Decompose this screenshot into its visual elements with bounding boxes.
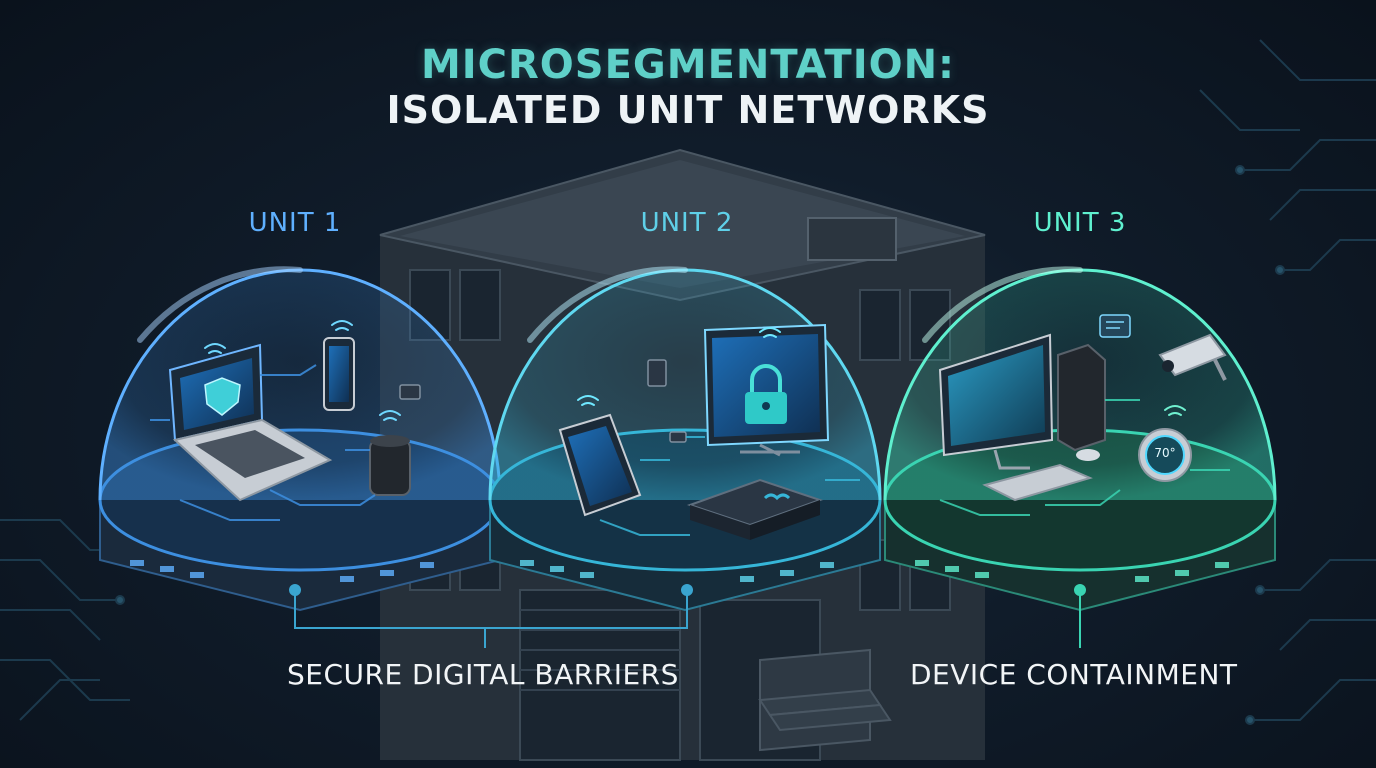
pc-tower-icon — [1057, 343, 1106, 452]
unit-1-label: UNIT 1 — [248, 208, 342, 238]
unit-3-segment — [883, 266, 1277, 612]
unit-1-segment — [98, 266, 502, 612]
wifi-signal-icon — [204, 320, 401, 421]
padlock-icon — [745, 364, 787, 424]
wifi-signal-icon — [577, 327, 781, 406]
wifi-signal-icon — [1164, 405, 1186, 416]
router-icon — [399, 384, 421, 400]
monitor-icon — [703, 323, 830, 457]
smart-speaker-icon — [369, 435, 411, 496]
game-console-icon — [686, 478, 824, 540]
caption-secure-digital-barriers: SECURE DIGITAL BARRIERS — [287, 658, 679, 691]
unit-2-segment — [488, 266, 882, 612]
smartphone-icon — [323, 337, 355, 411]
tablet-icon — [558, 413, 642, 517]
thermostat-reading: 70° — [1154, 446, 1176, 460]
unit-2-connections — [599, 436, 860, 536]
thermostat-icon — [1138, 428, 1192, 482]
chat-message-icon — [1099, 314, 1131, 338]
diagram-title: MICROSEGMENTATION: — [420, 42, 956, 88]
unit-3-connections — [939, 399, 1230, 516]
keyboard-icon — [982, 449, 1100, 502]
unit-1-connections — [150, 364, 376, 521]
diagram-subtitle: ISOLATED UNIT NETWORKS — [386, 88, 990, 132]
laptop-icon — [168, 343, 333, 502]
security-camera-icon — [1158, 333, 1227, 381]
caption-device-containment: DEVICE CONTAINMENT — [910, 658, 1238, 691]
callout-connectors — [289, 584, 1086, 648]
unit-3-label: UNIT 3 — [1033, 208, 1127, 238]
unit-2-label: UNIT 2 — [640, 208, 734, 238]
desktop-monitor-icon — [938, 333, 1054, 470]
